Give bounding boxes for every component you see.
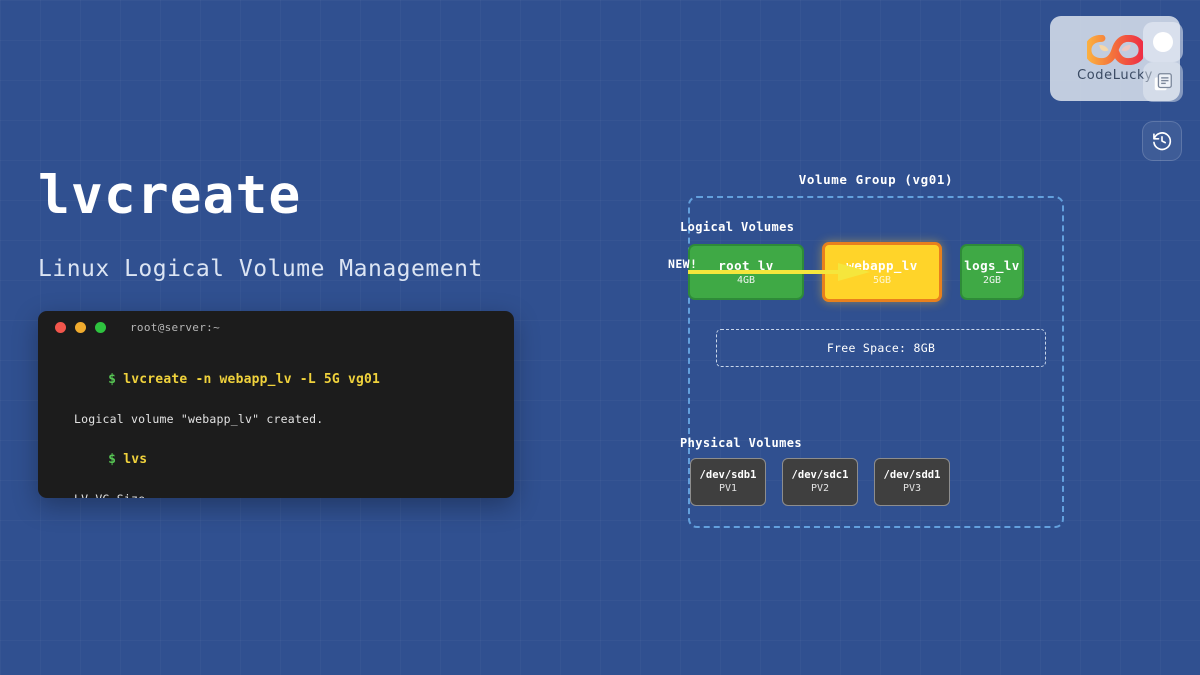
record-dot-icon [1153, 32, 1173, 52]
volume-group-container [688, 196, 1064, 528]
logical-volume-root-lv[interactable]: root_lv 4GB [688, 244, 804, 300]
logical-volume-webapp-lv[interactable]: webapp_lv 5GB [822, 242, 942, 302]
free-space-block: Free Space: 8GB [716, 329, 1046, 367]
terminal-body: $ lvcreate -n webapp_lv -L 5G vg01 Logica… [38, 343, 514, 499]
pv-device-label: /dev/sdc1 [791, 469, 849, 481]
history-button[interactable] [1142, 121, 1182, 161]
lv-size-label: 5GB [872, 274, 892, 286]
close-button-dot[interactable] [55, 321, 66, 333]
new-badge-label: NEW! [668, 257, 698, 271]
lv-name-label: webapp_lv [846, 257, 918, 273]
page-title: lvcreate [38, 165, 302, 226]
physical-volumes-row: /dev/sdb1 PV1 /dev/sdc1 PV2 /dev/sdd1 PV… [690, 458, 950, 506]
terminal-path-label: root@server:~ [130, 320, 220, 334]
terminal-output-line: Logical volume "webapp_lv" created. [74, 411, 324, 426]
terminal-titlebar: root@server:~ [38, 311, 514, 343]
terminal-command-text: lvcreate -n webapp_lv -L 5G vg01 [123, 371, 381, 387]
terminal-output-line: LV VG Size [60, 491, 514, 498]
page-subtitle: Linux Logical Volume Management [38, 255, 483, 282]
history-clock-icon [1153, 132, 1172, 151]
infinity-leaf-logo-icon [1087, 34, 1143, 65]
terminal-prompt-symbol: $ [108, 371, 117, 387]
logical-volumes-label: Logical Volumes [680, 220, 795, 234]
pv-id-label: PV3 [902, 483, 922, 494]
brand-label: CodeLucky [1077, 67, 1153, 83]
terminal-command-line: $ lvs [60, 433, 514, 489]
hero-section: lvcreate Linux Logical Volume Management [38, 168, 538, 282]
physical-volumes-label: Physical Volumes [680, 436, 802, 450]
maximize-button-dot[interactable] [95, 321, 106, 333]
pv-id-label: PV2 [810, 483, 830, 494]
logical-volume-logs-lv[interactable]: logs_lv 2GB [960, 244, 1024, 300]
pv-device-label: /dev/sdd1 [883, 469, 941, 481]
physical-volume-pv1[interactable]: /dev/sdb1 PV1 [690, 458, 766, 506]
terminal-command-text: lvs [123, 452, 148, 467]
logical-volumes-row: root_lv 4GB webapp_lv 5GB logs_lv 2GB [688, 242, 1024, 302]
lv-size-label: 2GB [982, 274, 1002, 286]
lv-name-label: root_lv [718, 257, 774, 273]
physical-volume-pv2[interactable]: /dev/sdc1 PV2 [782, 458, 858, 506]
terminal-window[interactable]: root@server:~ $ lvcreate -n webapp_lv -L … [38, 311, 514, 498]
document-button[interactable] [1143, 62, 1183, 102]
lvm-diagram: Volume Group (vg01) Logical Volumes root… [660, 172, 1080, 537]
record-button[interactable] [1143, 22, 1183, 62]
lv-size-label: 4GB [736, 274, 756, 286]
terminal-prompt-symbol: $ [108, 452, 117, 467]
minimize-button-dot[interactable] [75, 321, 86, 333]
lv-name-label: logs_lv [964, 257, 1020, 273]
pv-id-label: PV1 [718, 483, 738, 494]
physical-volume-pv3[interactable]: /dev/sdd1 PV3 [874, 458, 950, 506]
volume-group-title: Volume Group (vg01) [798, 172, 954, 187]
pv-device-label: /dev/sdb1 [699, 469, 757, 481]
document-icon [1154, 73, 1172, 91]
terminal-command-line: $ lvcreate -n webapp_lv -L 5G vg01 [60, 352, 514, 408]
